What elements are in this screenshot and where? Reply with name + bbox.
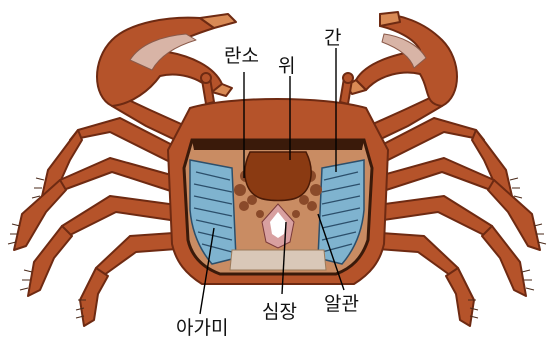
left-legs — [14, 118, 190, 326]
cavity-top-rim — [192, 140, 364, 150]
label-heart: 심장 — [262, 301, 297, 323]
label-gills: 아가미 — [176, 317, 228, 339]
label-stomach: 위 — [278, 55, 295, 77]
label-oviduct: 알관 — [324, 293, 359, 315]
stomach — [245, 152, 311, 201]
lower-cavity — [230, 250, 326, 270]
label-ovary: 란소 — [224, 45, 259, 67]
right-legs — [364, 118, 540, 326]
label-liver: 간 — [324, 27, 341, 49]
